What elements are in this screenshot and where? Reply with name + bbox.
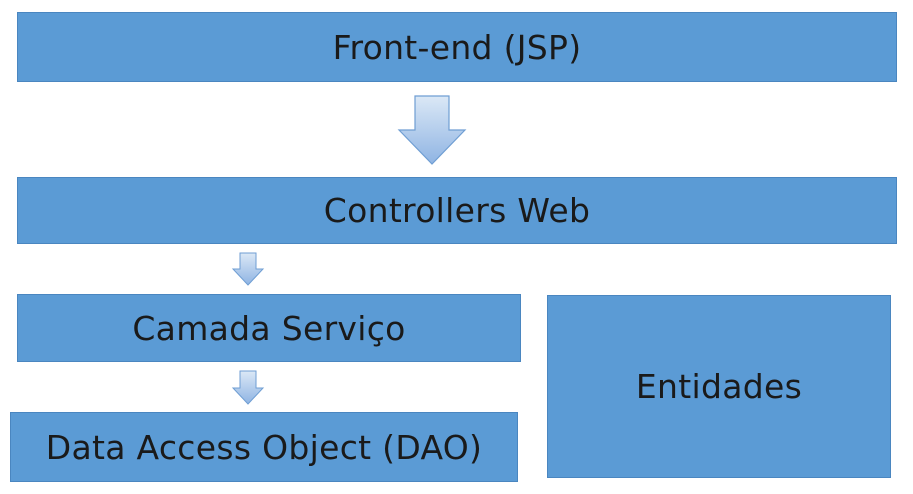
controllers-web-label: Controllers Web bbox=[323, 191, 591, 230]
down-arrow-icon bbox=[397, 95, 467, 165]
frontend-jsp-box: Front-end (JSP) bbox=[17, 12, 897, 82]
camada-servico-box: Camada Serviço bbox=[17, 294, 521, 362]
entidades-box: Entidades bbox=[547, 295, 891, 478]
entidades-label: Entidades bbox=[635, 367, 803, 406]
controllers-web-box: Controllers Web bbox=[17, 177, 897, 244]
camada-servico-label: Camada Serviço bbox=[132, 308, 406, 348]
down-arrow-icon bbox=[231, 252, 265, 286]
frontend-jsp-label: Front-end (JSP) bbox=[332, 27, 582, 67]
down-arrow-icon bbox=[231, 370, 265, 405]
data-access-object-label: Data Access Object (DAO) bbox=[45, 427, 483, 467]
data-access-object-box: Data Access Object (DAO) bbox=[10, 412, 518, 482]
